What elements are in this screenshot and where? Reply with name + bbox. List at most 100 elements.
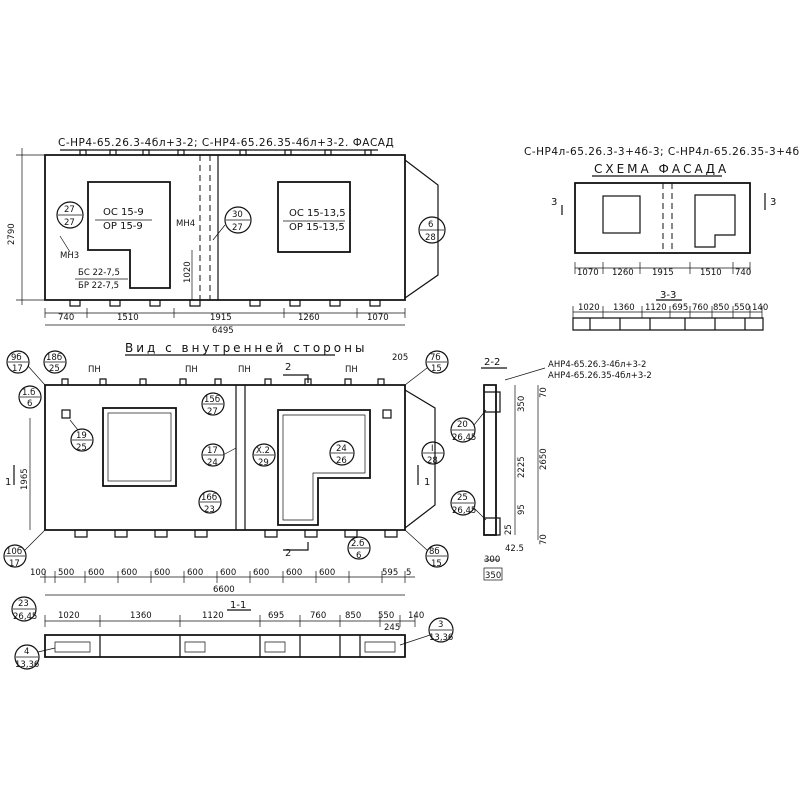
callout-27-27: 27 27 <box>56 201 84 229</box>
sec22-b-350: 350 <box>485 571 501 581</box>
callout-15b-27: 15б 27 <box>201 392 225 417</box>
callout-8b-bottom: 15 <box>431 559 442 569</box>
callout-23-2645: 23 26,45 <box>11 596 37 622</box>
callout-2b-bottom: 6 <box>356 551 361 561</box>
sec22-v-2225: 2225 <box>517 456 527 478</box>
callout-20-bottom: 26,45 <box>452 433 476 443</box>
sec22-title: 2-2 <box>484 357 500 368</box>
callout-9b-bottom: 17 <box>12 364 23 374</box>
inner-window-door-2 <box>277 409 371 526</box>
sec22-v-70: 70 <box>539 387 549 398</box>
scheme-dim-1915: 1915 <box>652 268 674 278</box>
callout-19-top: 19 <box>76 431 87 441</box>
cut-1-left-label: 1 <box>5 477 11 488</box>
scheme-dim-ticks <box>574 262 751 274</box>
sec11-dim-1120: 1120 <box>202 611 224 621</box>
sec22-embeds <box>484 391 501 536</box>
anr2-label: АНР4-65.26.35-4бл+3-2 <box>548 371 652 381</box>
sec22-v-70b: 70 <box>539 534 549 545</box>
facade-dim-1070: 1070 <box>367 313 389 323</box>
callout-25-top: 25 <box>457 493 468 503</box>
sec11-dim-140: 140 <box>408 611 424 621</box>
facade-panel-outline <box>44 154 406 301</box>
callout-3-1336: 3 13,36 <box>399 617 454 646</box>
facade-bottom-teeth <box>69 300 381 307</box>
callout-27-bottom: 27 <box>64 218 75 228</box>
sec33-profile <box>572 317 764 331</box>
sec11-dim-850: 850 <box>345 611 361 621</box>
callout-30-bottom: 27 <box>232 223 243 233</box>
sec33-dim-ticks <box>572 306 763 318</box>
sec11-dim-695: 695 <box>268 611 284 621</box>
inner-total: 6600 <box>213 585 235 595</box>
sec33-dim-1020: 1020 <box>578 303 600 313</box>
callout-23-bottom: 26,45 <box>13 612 37 622</box>
callout-23-top: 23 <box>18 599 29 609</box>
callout-18b-25: 18б 25 <box>43 350 67 374</box>
section-1-1: 1-1 1020 1360 1120 695 760 850 550 140 2… <box>11 596 454 670</box>
embed-left <box>61 409 71 419</box>
sec33-dim-1120: 1120 <box>645 303 667 313</box>
facade-total: 6495 <box>212 326 234 336</box>
callout-x2-bottom: 29 <box>258 458 269 468</box>
facade-dim-740: 740 <box>58 313 74 323</box>
scheme-cut-right-label: 3 <box>770 197 776 208</box>
mn4-label: МН4 <box>176 219 195 229</box>
cut-2-top-mark <box>283 374 309 383</box>
sec22-b-425: 42.5 <box>505 544 524 554</box>
facade-view: С-НР4-65.26.3-4бл+3-2; С-НР4-65.26.35-4б… <box>7 137 446 336</box>
scheme-view: С-НР4л-65.26.3-3+4б-3; С-НР4л-65.26.35-3… <box>524 146 800 278</box>
inner-bottom-teeth <box>74 530 398 538</box>
sec22-v-350: 350 <box>517 396 527 412</box>
sec33-dim-695: 695 <box>672 303 688 313</box>
anr-leader <box>504 367 546 381</box>
sec11-dim-1020: 1020 <box>58 611 80 621</box>
callout-x2-29: Х.2 29 <box>252 443 276 468</box>
sec11-dim-245: 245 <box>384 623 400 633</box>
callout-18b-top: 18б <box>46 353 62 363</box>
sec33-dim-550: 550 <box>734 303 750 313</box>
inner-dim-5: 5 <box>406 568 411 578</box>
callout-20-top: 20 <box>457 420 468 430</box>
sec33-dim-1360: 1360 <box>613 303 635 313</box>
mn3-label: МН3 <box>60 251 79 261</box>
callout-10b-17: 10б 17 <box>3 529 46 569</box>
sec11-dim-550: 550 <box>378 611 394 621</box>
callout-17-top: 17 <box>207 446 218 456</box>
callout-8b-15: 8б 15 <box>404 529 449 569</box>
scheme-window-1 <box>602 195 641 234</box>
callout-19-bottom: 25 <box>76 443 87 453</box>
pn-label-3: ПН <box>238 365 251 375</box>
sec22-v-2650: 2650 <box>539 448 549 470</box>
embed-right <box>382 409 392 419</box>
scheme-title: СХЕМА ФАСАДА <box>594 162 729 176</box>
door-label-1: БС 22-7,5 <box>78 268 120 278</box>
callout-3-top: 3 <box>438 620 443 630</box>
callout-3-bottom: 13,36 <box>429 633 453 643</box>
callout-24-bottom: 26 <box>336 456 347 466</box>
inner-dim-600-6: 600 <box>253 568 269 578</box>
win1-label-1: ОС 15-9 <box>103 207 144 218</box>
facade-window-2 <box>277 181 351 253</box>
sec22-b-300: 300 <box>484 555 500 565</box>
callout-30-top: 30 <box>232 210 243 220</box>
inner-view: Вид с внутренней стороны ПН ПН ПН ПН 205… <box>3 341 449 596</box>
sec33-title: 3-3 <box>660 290 676 301</box>
inner-bottom-dim-ticks <box>44 571 406 583</box>
inner-view-title: Вид с внутренней стороны <box>125 341 367 355</box>
callout-20-2645: 20 26,45 <box>450 409 487 443</box>
callout-1b-top: 1.б <box>22 388 35 398</box>
callout-24-top: 24 <box>336 444 347 454</box>
callout-17-bottom: 24 <box>207 458 218 468</box>
inner-dim-600-4: 600 <box>187 568 203 578</box>
callout-18b-bottom: 25 <box>49 364 60 374</box>
scheme-cut-left-label: 3 <box>551 197 557 208</box>
callout-2b-6: 2.б 6 <box>347 536 371 561</box>
inner-window-door-2-inner <box>282 414 366 521</box>
win2-label-2: ОР 15-13,5 <box>289 222 345 233</box>
sec11-dim-ticks <box>44 615 416 627</box>
callout-16b-top: 16б <box>201 493 217 503</box>
cut-2-bottom-mark <box>283 542 309 551</box>
